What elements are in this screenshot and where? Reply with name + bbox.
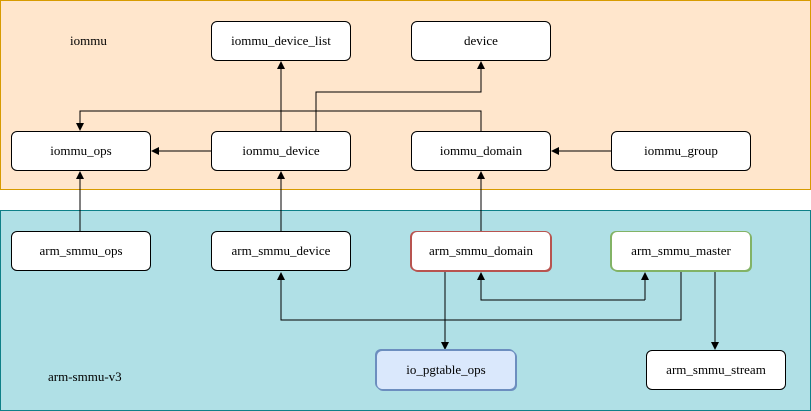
iommu-region-label: iommu (70, 33, 107, 48)
node-arm-smmu-master: arm_smmu_master (611, 231, 751, 271)
node-device: device (411, 21, 551, 61)
node-iommu-domain: iommu_domain (411, 131, 551, 171)
node-iommu-group: iommu_group (611, 131, 751, 171)
node-iommu-device-list: iommu_device_list (211, 21, 351, 61)
node-arm-smmu-domain: arm_smmu_domain (411, 231, 551, 271)
node-arm-smmu-device: arm_smmu_device (211, 231, 351, 271)
node-iommu-device: iommu_device (211, 131, 351, 171)
node-io-pgtable-ops: io_pgtable_ops (376, 350, 516, 390)
node-arm-smmu-stream: arm_smmu_stream (646, 350, 786, 390)
node-arm-smmu-ops: arm_smmu_ops (11, 231, 151, 271)
node-iommu-ops: iommu_ops (11, 131, 151, 171)
arm-smmu-v3-region-label: arm-smmu-v3 (48, 369, 122, 384)
